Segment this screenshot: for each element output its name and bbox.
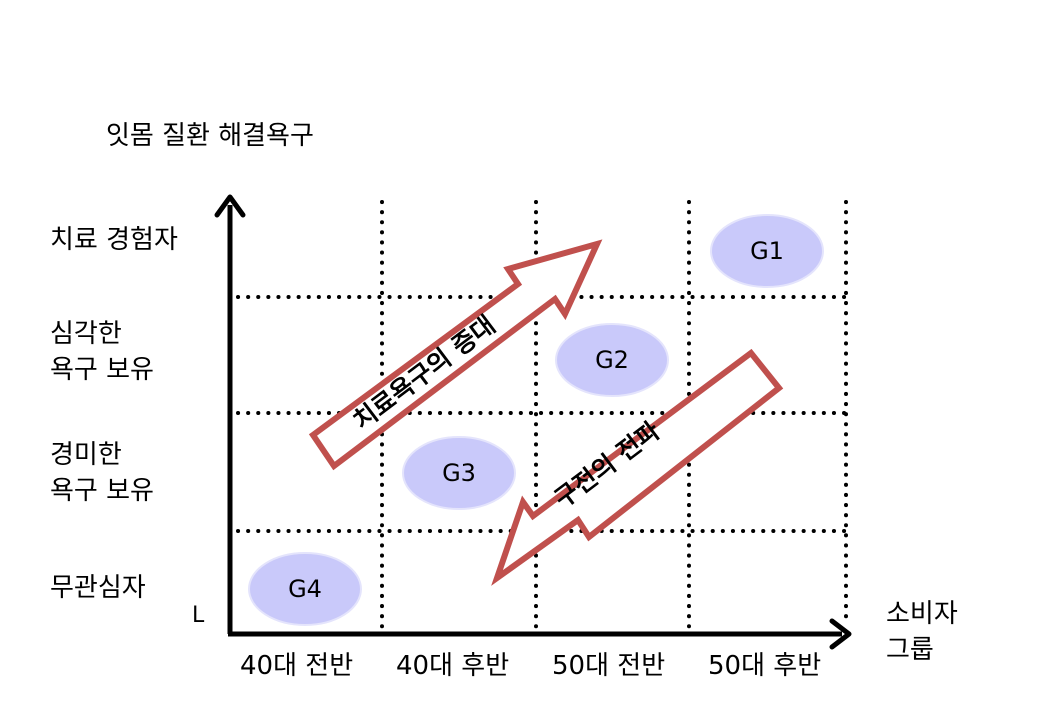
- x-axis-title: 소비자 그룹: [886, 596, 958, 668]
- group-label: G3: [442, 459, 476, 487]
- group-label: G4: [288, 575, 322, 603]
- group-marker-g3: G3: [402, 436, 516, 510]
- column-label-early-50s: 50대 전반: [552, 651, 666, 681]
- axes: [214, 194, 852, 650]
- group-ellipse: [402, 436, 516, 510]
- row-label-line: 치료 경험자: [50, 225, 178, 255]
- treatment-need-increase-arrow: 치료욕구의 증대: [308, 239, 603, 471]
- row-label-line: 무관심자: [50, 573, 146, 603]
- group-marker-g1: G1: [710, 214, 824, 288]
- row-label-line: 욕구 보유: [50, 355, 154, 385]
- group-ellipse: [710, 214, 824, 288]
- x-axis-title-line: 소비자: [886, 599, 958, 629]
- up-arrow-label: 치료욕구의 증대: [348, 310, 501, 435]
- group-marker-g2: G2: [555, 323, 669, 397]
- y-axis-title: 잇몸 질환 해결욕구: [106, 121, 314, 151]
- group-ellipse: [555, 323, 669, 397]
- row-label-serious-need: 심각한 욕구 보유: [50, 316, 154, 388]
- row-label-line: 욕구 보유: [50, 476, 154, 506]
- row-label-line: 심각한: [50, 319, 122, 349]
- column-label-early-40s: 40대 전반: [240, 651, 354, 681]
- group-ellipse: [248, 552, 362, 626]
- y-axis-low-marker: L: [192, 603, 205, 628]
- down-arrow-shape: [491, 348, 784, 586]
- row-label-treatment-experienced: 치료 경험자: [50, 222, 178, 258]
- group-label: G2: [595, 346, 629, 374]
- y-axis-arrowhead: [214, 194, 246, 218]
- row-label-line: 경미한: [50, 440, 122, 470]
- column-label-late-40s: 40대 후반: [396, 651, 510, 681]
- row-label-indifferent: 무관심자: [50, 570, 146, 606]
- x-axis-title-line: 그룹: [886, 635, 934, 665]
- row-label-mild-need: 경미한 욕구 보유: [50, 437, 154, 509]
- column-label-late-50s: 50대 후반: [708, 651, 822, 681]
- x-axis-arrowhead: [829, 618, 852, 650]
- group-label: G1: [750, 237, 784, 265]
- group-marker-g4: G4: [248, 552, 362, 626]
- up-arrow-shape: [308, 239, 603, 471]
